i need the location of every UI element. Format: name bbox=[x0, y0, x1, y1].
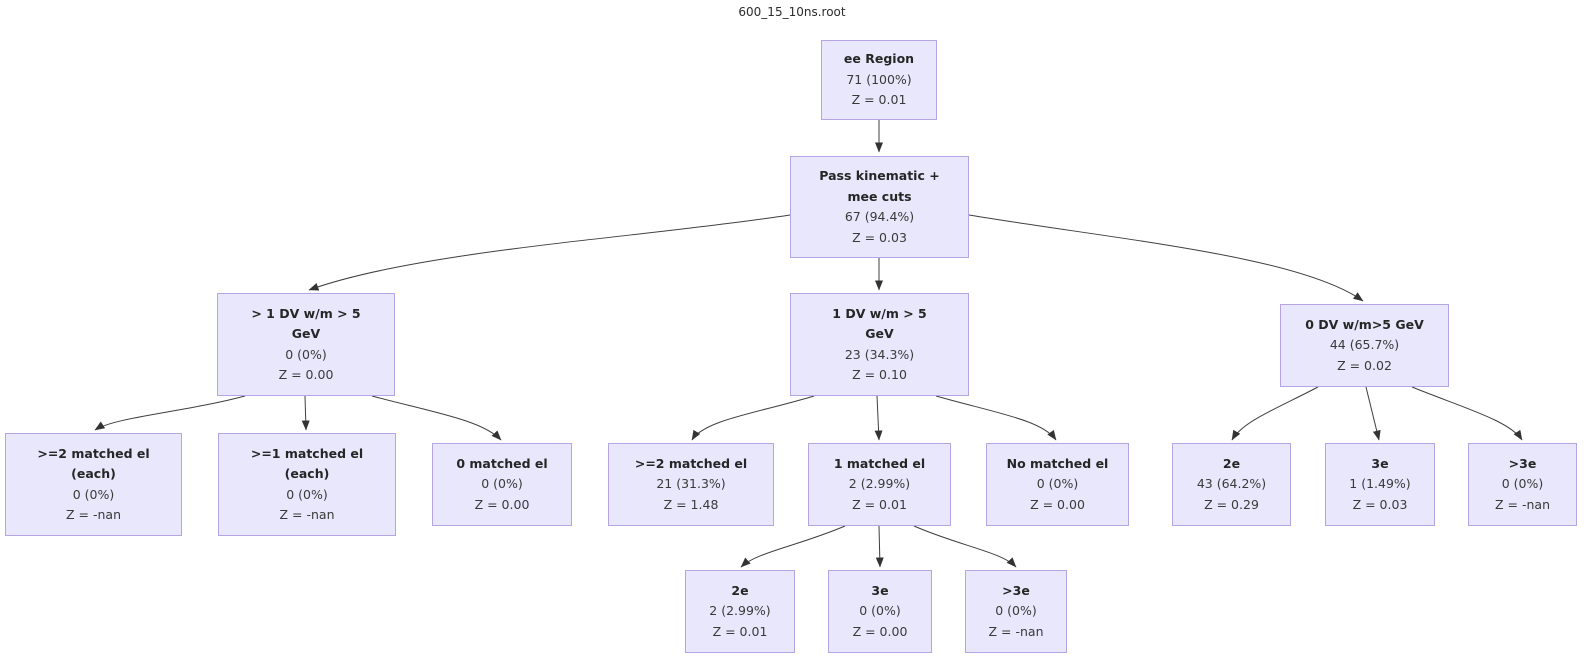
node-significance: Z = -nan bbox=[1495, 496, 1550, 512]
node-count: 0 (0%) bbox=[285, 346, 327, 362]
node-one-matched: 1 matched el 2 (2.99%) Z = 0.01 bbox=[808, 443, 951, 526]
node-significance: Z = 0.01 bbox=[851, 92, 907, 108]
node-significance: Z = -nan bbox=[279, 507, 335, 522]
node-title: >=2 matched el bbox=[634, 455, 748, 471]
node-title-line2: (each) bbox=[284, 466, 330, 481]
edge-one-matched-onem-2e bbox=[740, 525, 846, 568]
node-count: 0 (0%) bbox=[72, 486, 115, 502]
node-title: 2e bbox=[1222, 455, 1241, 471]
node-significance: Z = -nan bbox=[988, 623, 1044, 639]
node-title: 3e bbox=[871, 582, 889, 598]
node-title: >3e bbox=[1508, 455, 1537, 471]
node-zerodv-gt3e: >3e 0 (0%) Z = -nan bbox=[1468, 443, 1577, 526]
edge-pass-kinematic-gt1-dv bbox=[308, 214, 791, 291]
node-title: >=1 matched el bbox=[250, 445, 364, 461]
edge-zero-dv-zerodv-gt3e bbox=[1411, 386, 1523, 441]
node-count: 71 (100%) bbox=[846, 71, 912, 87]
node-zero-dv: 0 DV w/m>5 GeV 44 (65.7%) Z = 0.02 bbox=[1280, 304, 1449, 387]
node-significance: Z = 0.10 bbox=[852, 367, 907, 382]
edge-gt1-dv-ge1-matched-each bbox=[301, 395, 310, 431]
node-significance: Z = 0.00 bbox=[852, 623, 908, 639]
node-count: 0 (0%) bbox=[1036, 476, 1079, 492]
node-ge2-matched: >=2 matched el 21 (31.3%) Z = 1.48 bbox=[608, 443, 774, 526]
node-one-dv: 1 DV w/m > 5 GeV 23 (34.3%) Z = 0.10 bbox=[790, 293, 969, 396]
node-significance: Z = -nan bbox=[66, 507, 121, 522]
edge-one-matched-onem-gt3e bbox=[913, 525, 1017, 568]
edge-one-dv-ge2-matched bbox=[691, 395, 815, 441]
node-title: 3e bbox=[1371, 455, 1389, 471]
node-significance: Z = 0.01 bbox=[712, 623, 768, 639]
node-title: 1 matched el bbox=[833, 455, 926, 471]
node-title: >=2 matched el bbox=[37, 445, 150, 461]
node-title: 2e bbox=[731, 582, 749, 598]
node-zero-matched: 0 matched el 0 (0%) Z = 0.00 bbox=[432, 443, 572, 526]
node-significance: Z = 0.01 bbox=[852, 496, 907, 512]
node-ge1-matched-each: >=1 matched el (each) 0 (0%) Z = -nan bbox=[218, 433, 396, 536]
node-onem-3e: 3e 0 (0%) Z = 0.00 bbox=[828, 570, 932, 653]
node-title: >3e bbox=[1002, 582, 1030, 598]
node-zerodv-2e: 2e 43 (64.2%) Z = 0.29 bbox=[1172, 443, 1291, 526]
node-count: 67 (94.4%) bbox=[844, 209, 915, 224]
node-count: 0 (0%) bbox=[286, 486, 328, 502]
node-significance: Z = 1.48 bbox=[663, 496, 719, 512]
node-title: 0 matched el bbox=[456, 455, 548, 471]
node-count: 1 (1.49%) bbox=[1349, 476, 1411, 492]
node-no-matched: No matched el 0 (0%) Z = 0.00 bbox=[986, 443, 1129, 526]
node-significance: Z = 0.00 bbox=[474, 496, 530, 512]
node-title: Pass kinematic + bbox=[819, 168, 940, 183]
edge-one-dv-one-matched bbox=[874, 395, 883, 441]
node-ee-region: ee Region 71 (100%) Z = 0.01 bbox=[821, 40, 937, 120]
node-title: 0 DV w/m>5 GeV bbox=[1305, 316, 1424, 332]
edge-one-dv-no-matched bbox=[935, 395, 1057, 441]
node-count: 0 (0%) bbox=[481, 476, 523, 492]
node-significance: Z = 0.00 bbox=[278, 367, 334, 382]
node-significance: Z = 0.02 bbox=[1337, 357, 1392, 373]
node-title-line2: GeV bbox=[865, 326, 894, 341]
node-count: 0 (0%) bbox=[1501, 476, 1544, 492]
node-title: 1 DV w/m > 5 bbox=[832, 305, 927, 321]
edge-one-matched-onem-3e bbox=[875, 525, 884, 568]
edge-zero-dv-zerodv-3e bbox=[1365, 386, 1381, 441]
graph-title: 600_15_10ns.root bbox=[738, 5, 846, 19]
node-count: 21 (31.3%) bbox=[656, 476, 726, 492]
node-title-line2: mee cuts bbox=[847, 188, 912, 204]
node-onem-2e: 2e 2 (2.99%) Z = 0.01 bbox=[685, 570, 795, 653]
node-title-line2: GeV bbox=[291, 326, 321, 341]
node-count: 0 (0%) bbox=[995, 603, 1037, 619]
node-significance: Z = 0.00 bbox=[1030, 496, 1085, 512]
node-title: No matched el bbox=[1006, 455, 1109, 471]
node-count: 2 (2.99%) bbox=[709, 603, 771, 619]
node-pass-kinematic: Pass kinematic + mee cuts 67 (94.4%) Z =… bbox=[790, 156, 969, 258]
node-title: ee Region bbox=[843, 51, 915, 67]
node-ge2-matched-each: >=2 matched el (each) 0 (0%) Z = -nan bbox=[5, 433, 182, 536]
node-title: > 1 DV w/m > 5 bbox=[251, 305, 361, 321]
edge-gt1-dv-ge2-matched-each bbox=[94, 395, 246, 431]
edge-zero-dv-zerodv-2e bbox=[1231, 386, 1319, 441]
node-count: 2 (2.99%) bbox=[848, 476, 911, 492]
node-significance: Z = 0.03 bbox=[852, 229, 907, 245]
node-gt1-dv: > 1 DV w/m > 5 GeV 0 (0%) Z = 0.00 bbox=[217, 293, 395, 396]
node-zerodv-3e: 3e 1 (1.49%) Z = 0.03 bbox=[1325, 443, 1435, 526]
node-count: 43 (64.2%) bbox=[1196, 476, 1267, 492]
node-count: 44 (65.7%) bbox=[1329, 337, 1400, 353]
edge-pass-kinematic-zero-dv bbox=[968, 214, 1364, 302]
node-significance: Z = 0.29 bbox=[1204, 496, 1259, 512]
node-significance: Z = 0.03 bbox=[1352, 496, 1408, 512]
node-count: 23 (34.3%) bbox=[844, 346, 915, 362]
node-title-line2: (each) bbox=[71, 466, 116, 481]
node-count: 0 (0%) bbox=[859, 603, 901, 619]
node-onem-gt3e: >3e 0 (0%) Z = -nan bbox=[965, 570, 1067, 653]
